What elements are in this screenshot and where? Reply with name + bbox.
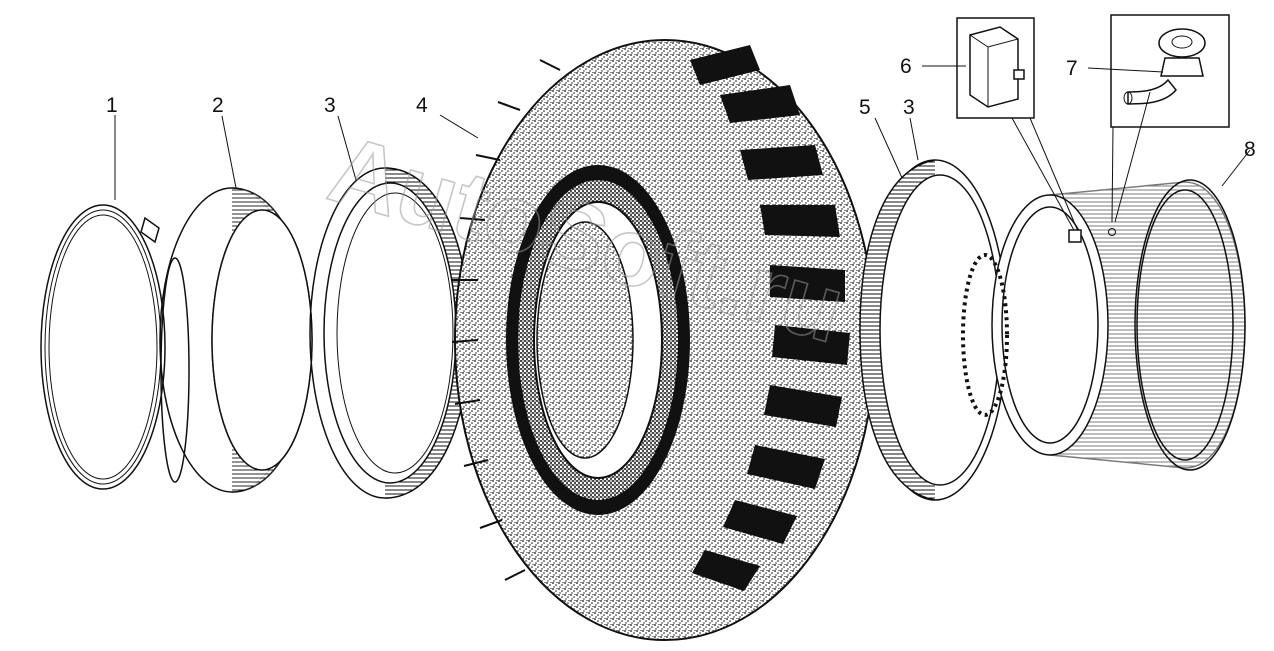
callout-6: 6 [900,55,912,78]
callout-3-right: 3 [903,96,915,119]
callout-3-left: 3 [324,94,336,117]
leader-line-2 [221,115,237,189]
leader-line-4 [439,114,479,139]
seat-ring-left-part [309,115,471,499]
side-ring-part [159,115,313,493]
leader-line-3b [909,117,919,161]
lock-ring-part [40,115,166,490]
callout-4: 4 [416,94,428,117]
callout-7: 7 [1066,57,1078,80]
seat-ring-right-part [859,117,1008,501]
rim-part [961,149,1251,471]
leader-line-3a [337,115,357,181]
leader-line-7 [1087,67,1164,73]
balance-weight-detail [922,17,1082,243]
callout-5: 5 [859,96,871,119]
tread-lugs [451,45,850,591]
callout-1: 1 [106,94,118,117]
tyre-part [439,39,876,641]
callout-2: 2 [212,94,224,117]
callout-8: 8 [1244,138,1256,161]
leader-line-8 [1221,149,1251,187]
valve-detail [1087,14,1230,223]
